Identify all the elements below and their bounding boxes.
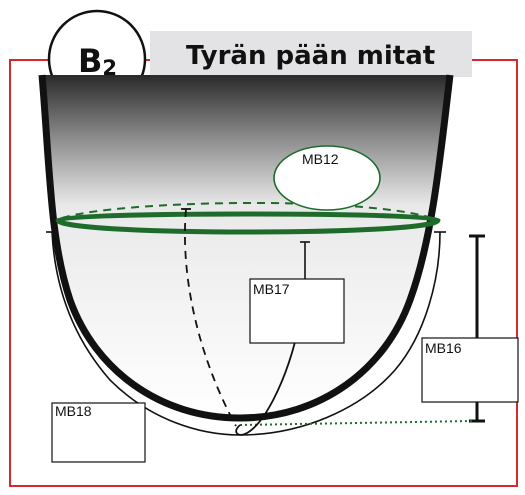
- badge-label: B2: [78, 42, 117, 80]
- mb16-box: [421, 337, 519, 403]
- ring-back-dashed: [61, 202, 433, 219]
- badge-letter: B: [78, 42, 102, 80]
- mb17-label: MB17: [253, 281, 290, 297]
- badge-subscript: 2: [102, 56, 117, 80]
- mb17-leader: [235, 341, 296, 436]
- ring-front: [55, 211, 441, 235]
- mb17-box: [249, 278, 345, 344]
- hernia-cup-outline: [38, 74, 454, 422]
- mb16-baseline-dotted: [239, 420, 473, 426]
- hernia-cup-fill: [42, 75, 450, 418]
- title-background: [150, 31, 472, 77]
- mb12-label: MB12: [302, 151, 339, 167]
- mb16-label: MB16: [425, 340, 462, 356]
- mb18-label: MB18: [55, 403, 92, 419]
- diagram-title: Tyrän pään mitat: [186, 41, 435, 71]
- depth-dashed-line: [184, 208, 237, 427]
- mb18-box: [51, 402, 146, 463]
- mb12-ellipse: [273, 145, 381, 211]
